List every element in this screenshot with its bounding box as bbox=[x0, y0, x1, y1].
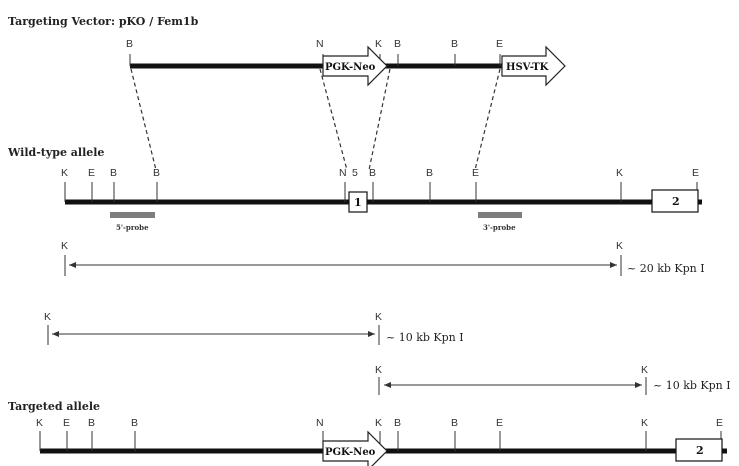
exon-2-label: 2 bbox=[672, 195, 680, 208]
targeted-pgk-neo-label: PGK-Neo bbox=[325, 447, 376, 458]
vector-site-e: E bbox=[496, 38, 503, 50]
wt-fragment-size: ~ 20 kb Kpn I bbox=[627, 262, 705, 275]
targeted-heading: Targeted allele bbox=[8, 400, 100, 413]
wt-site-n: N bbox=[339, 167, 347, 179]
wt-site-k2: K bbox=[616, 167, 623, 179]
targeted-exon-2-box bbox=[675, 438, 723, 462]
wt-site-b3: B bbox=[369, 167, 376, 179]
tr-fragment-arrowhead-left bbox=[384, 382, 391, 388]
tl-fragment-arrowhead-right bbox=[368, 331, 375, 337]
tg-site-b3: B bbox=[394, 417, 401, 429]
tg-site-e3: E bbox=[716, 417, 723, 429]
wt-site-k1: K bbox=[61, 167, 68, 179]
targeted-right-kpn-fragment: K K ~ 10 kb Kpn I bbox=[375, 364, 731, 395]
tr-fragment-size: ~ 10 kb Kpn I bbox=[653, 379, 731, 392]
tl-fragment-k-left: K bbox=[44, 311, 51, 323]
targeted-exon-2-label: 2 bbox=[696, 444, 704, 457]
vector-site-b3: B bbox=[451, 38, 458, 50]
wt-site-e2: E bbox=[472, 167, 479, 179]
vector-site-n: N bbox=[316, 38, 324, 50]
wt-kpn-fragment: K K ~ 20 kb Kpn I bbox=[61, 240, 705, 276]
targeted-allele: K E B B N K B B E K E PGK-Neo 2 bbox=[36, 417, 727, 466]
targeted-pgk-neo-arrow bbox=[322, 430, 388, 466]
targeted-left-kpn-fragment: K K ~ 10 kb Kpn I bbox=[44, 311, 464, 345]
tg-site-k3: K bbox=[641, 417, 648, 429]
homology-guide-right-outer bbox=[474, 68, 501, 171]
wt-exon5-marker: 5 bbox=[352, 167, 358, 179]
exon-2-box bbox=[651, 189, 699, 213]
tr-fragment-k-right: K bbox=[641, 364, 648, 376]
wt-fragment-k-left: K bbox=[61, 240, 68, 252]
wt-site-b2: B bbox=[153, 167, 160, 179]
hsv-tk-label: HSV-TK bbox=[506, 62, 549, 73]
wt-fragment-arrowhead-right bbox=[610, 262, 617, 268]
pgk-neo-arrow bbox=[322, 45, 388, 87]
targeting-vector-heading: Targeting Vector: pKO / Fem1b bbox=[8, 15, 199, 28]
wild-type-heading: Wild-type allele bbox=[7, 146, 104, 159]
homology-guide-left-inner bbox=[319, 68, 348, 171]
tr-fragment-arrowhead-right bbox=[635, 382, 642, 388]
hsv-tk-arrow bbox=[501, 45, 566, 87]
homology-guides bbox=[130, 68, 501, 171]
wt-fragment-arrowhead-left bbox=[69, 262, 76, 268]
tl-fragment-k-right: K bbox=[375, 311, 382, 323]
wt-fragment-k-right: K bbox=[616, 240, 623, 252]
tg-site-n: N bbox=[316, 417, 324, 429]
five-prime-probe-label: 5'-probe bbox=[116, 223, 149, 232]
tg-site-k2: K bbox=[375, 417, 382, 429]
tl-fragment-size: ~ 10 kb Kpn I bbox=[386, 331, 464, 344]
tg-site-e1: E bbox=[63, 417, 70, 429]
five-prime-probe-bar bbox=[110, 212, 155, 218]
tg-site-k1: K bbox=[36, 417, 43, 429]
vector-site-b1: B bbox=[126, 38, 133, 50]
targeting-vector: B N K B B E PGK-Neo HSV-TK bbox=[126, 38, 566, 87]
homology-guide-right-inner bbox=[368, 68, 391, 171]
three-prime-probe-bar bbox=[478, 212, 522, 218]
three-prime-probe-label: 3'-probe bbox=[483, 223, 516, 232]
tg-site-b2: B bbox=[131, 417, 138, 429]
wild-type-allele: K E B B N 5 B B E K E 1 2 5'-probe 3'-pr… bbox=[61, 167, 702, 232]
wt-site-b4: B bbox=[426, 167, 433, 179]
vector-site-k: K bbox=[375, 38, 382, 50]
wt-site-b1: B bbox=[110, 167, 117, 179]
tl-fragment-arrowhead-left bbox=[52, 331, 59, 337]
tg-site-b4: B bbox=[451, 417, 458, 429]
tr-fragment-k-left: K bbox=[375, 364, 382, 376]
pgk-neo-label: PGK-Neo bbox=[325, 62, 376, 73]
wt-site-e1: E bbox=[88, 167, 95, 179]
exon-1-box bbox=[348, 191, 368, 213]
homology-guide-left-outer bbox=[130, 68, 157, 171]
vector-site-b2: B bbox=[394, 38, 401, 50]
exon-1-label: 1 bbox=[354, 196, 362, 209]
wt-site-e3: E bbox=[692, 167, 699, 179]
tg-site-b1: B bbox=[88, 417, 95, 429]
tg-site-e2: E bbox=[496, 417, 503, 429]
